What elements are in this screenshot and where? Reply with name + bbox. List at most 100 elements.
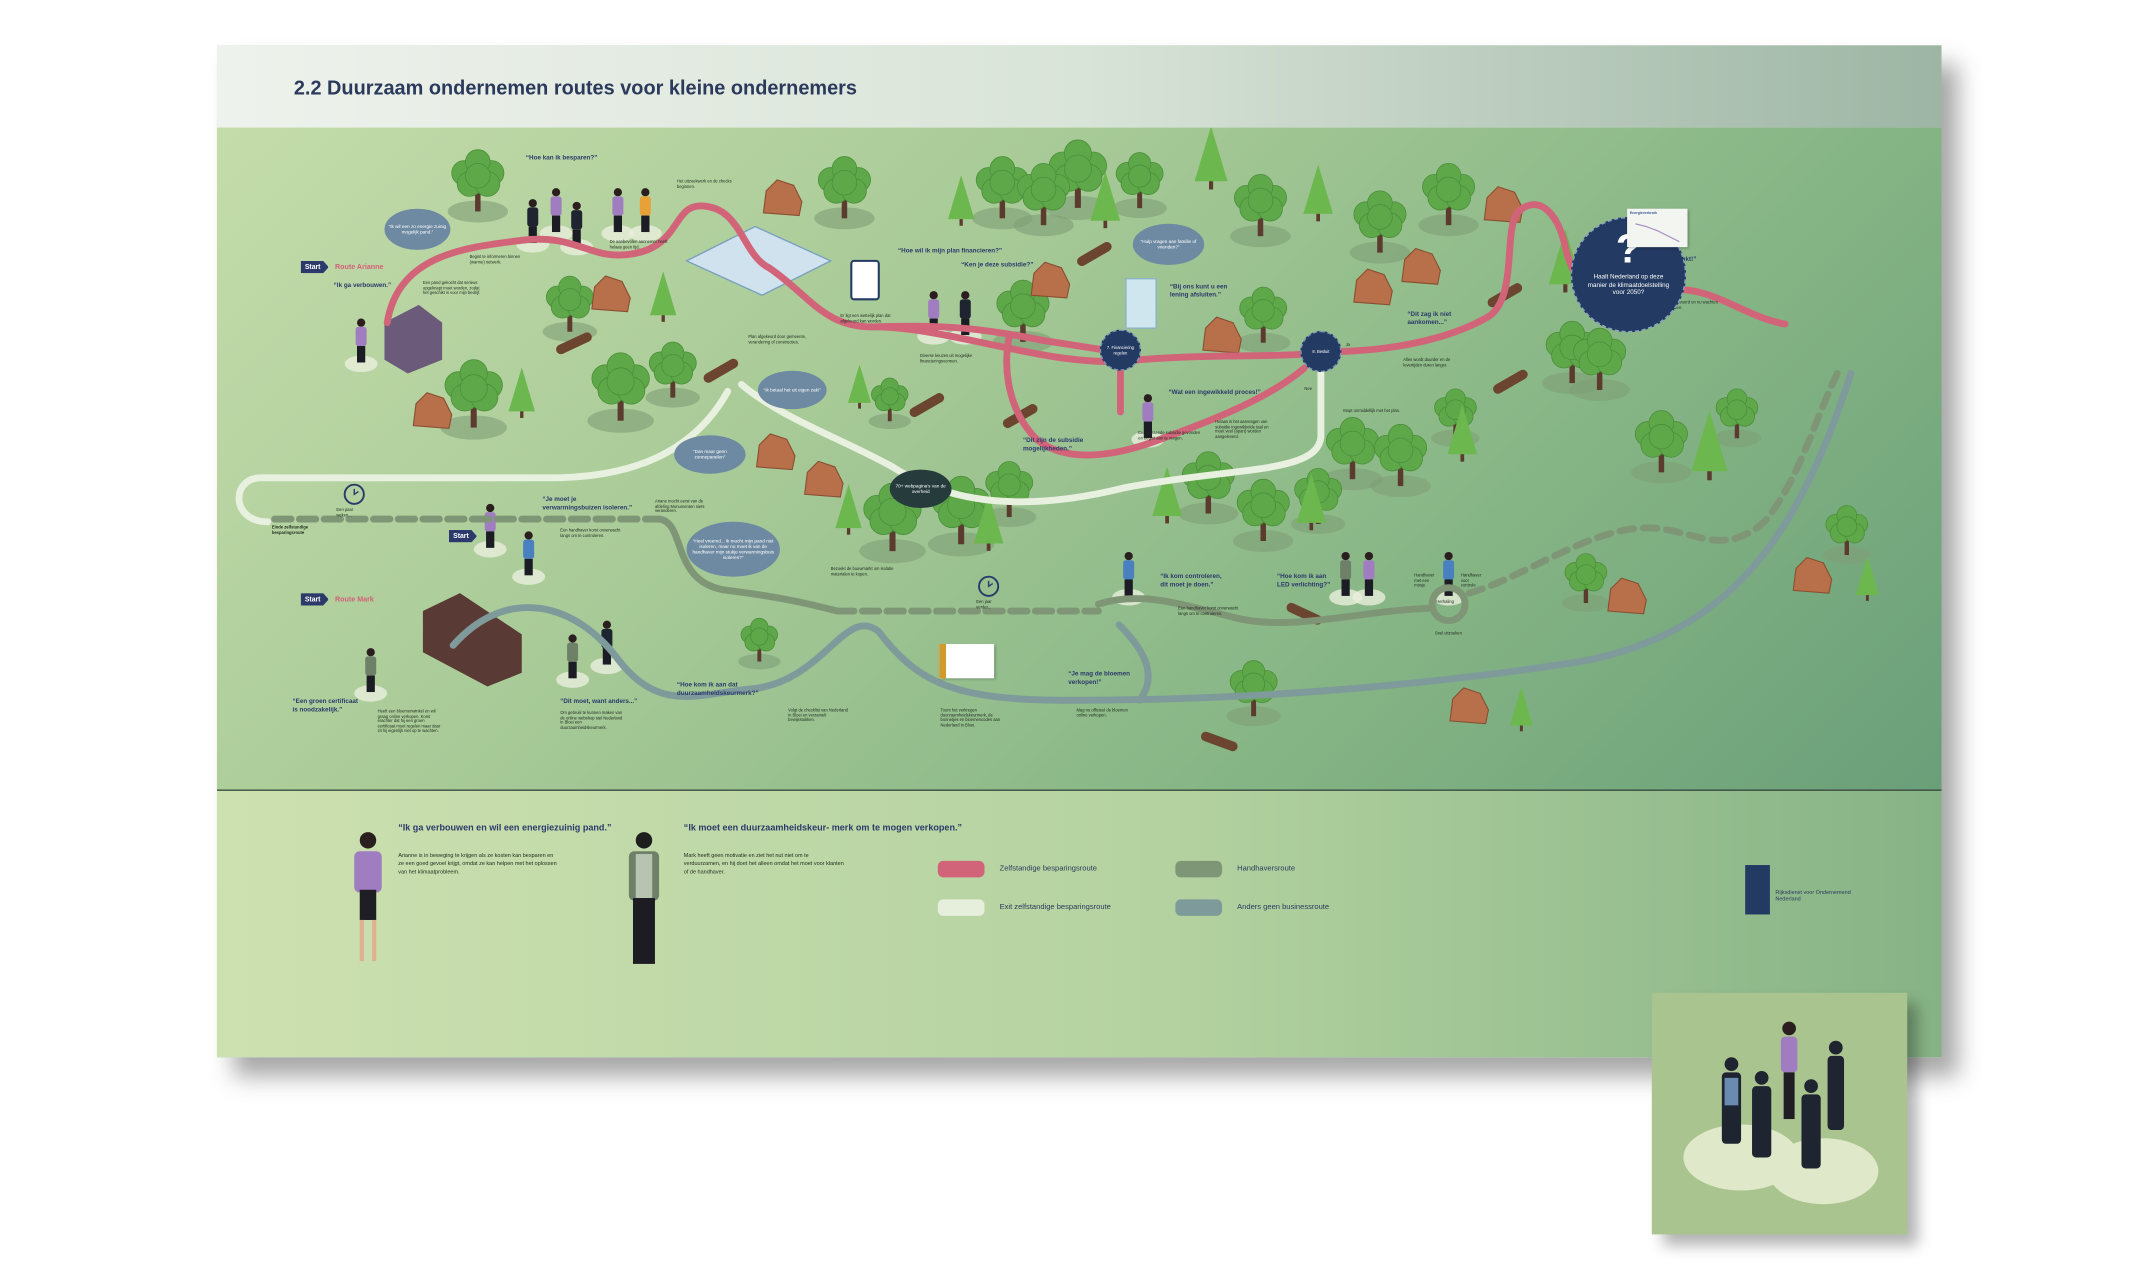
persona-mark-description: Mark heeft geen motivatie en ziet het nu… — [683, 851, 844, 875]
page-title: 2.2 Duurzaam ondernemen routes voor klei… — [293, 78, 858, 101]
log — [1493, 369, 1528, 394]
pine-tree — [1447, 404, 1478, 462]
start-badge-mark: Start — [300, 593, 329, 606]
persona-arianne-figure — [354, 832, 382, 962]
pine-tree — [1303, 164, 1333, 222]
tree — [1236, 286, 1291, 353]
tree — [1013, 162, 1074, 237]
step-note: Alles wordt duurder en de levertijden du… — [1403, 357, 1451, 368]
tree — [1349, 190, 1411, 264]
thought-cloud: “Hulp vragen aan familie of vrienden?” — [1132, 223, 1205, 266]
speech-quote: “Ik ga verbouwen.” — [333, 281, 392, 289]
persona-mark-quote: “Ik moet een duurzaamheidskeur- merk om … — [683, 823, 963, 834]
rock — [591, 275, 631, 313]
log — [556, 332, 592, 355]
tree — [1712, 388, 1762, 448]
rock — [412, 392, 453, 429]
tree — [440, 359, 507, 440]
tree — [814, 156, 875, 230]
step-note: Een passende subsidie gevonden en begint… — [1138, 429, 1201, 441]
header: 2.2 Duurzaam ondernemen routes voor klei… — [216, 45, 1942, 128]
legend-label-anders: Anders geen businessroute — [1237, 903, 1330, 912]
tree — [1233, 478, 1294, 552]
person-figure — [628, 188, 662, 242]
legend-swatch-handhaver — [1175, 860, 1223, 878]
pine-tree — [1296, 473, 1327, 531]
tree — [1418, 162, 1479, 237]
thought-cloud: “Dan maar geen zonnepanelen” — [674, 435, 746, 474]
speech-quote: “Hoe kom ik aan LED verlichting?” — [1276, 572, 1331, 587]
speech-quote: “Je moet je verwarmingsbuizen isoleren.” — [542, 495, 633, 511]
pine-tree — [1509, 687, 1533, 732]
person-figure — [344, 318, 378, 373]
flower-shop-icon — [422, 593, 522, 687]
rock — [1607, 577, 1647, 615]
step-note: Om gebruik te kunnen maken van de online… — [560, 709, 623, 731]
step-note: Toont het verkregen duurzaamheidskeurmer… — [940, 707, 1001, 728]
divider — [216, 789, 1942, 791]
speech-quote: “Ik kom controleren, dit moet je doen.” — [1160, 572, 1222, 587]
rock — [1449, 687, 1489, 725]
speech-quote: “Je mag de bloemen verkopen!” — [1068, 670, 1130, 685]
tree — [1230, 173, 1291, 248]
persona-arianne-description: Arianne is in beweging te krijgen als ze… — [398, 851, 557, 875]
pine-tree — [1090, 171, 1121, 229]
handhaver-route — [271, 370, 1841, 626]
clock-icon — [978, 575, 1000, 597]
tree — [645, 341, 700, 408]
pine-tree — [947, 175, 975, 226]
speech-quote: “Dit moet, want anders...” — [560, 697, 638, 705]
pine-tree — [1691, 410, 1728, 481]
legend-swatch-exit — [937, 899, 985, 916]
step-note: Heeft een bloemenwinkel en wil graag onl… — [377, 708, 441, 734]
besparings-route — [383, 201, 1789, 459]
legend-label-exit: Exit zelfstandige besparingsroute — [999, 903, 1111, 912]
business-people-illustration — [1683, 1021, 1879, 1205]
pine-tree — [1194, 127, 1228, 190]
step-note: Een handhaver komt onverwacht langs om t… — [560, 527, 621, 538]
group-thumbnail — [1651, 992, 1908, 1235]
legend-swatch-anders — [1175, 899, 1223, 916]
thought-cloud: 70+ webpagina's van de overheid — [889, 469, 952, 509]
step-note: Plan afgekeurd door gemeente, veranderin… — [748, 333, 807, 345]
persona-mark-figure — [628, 832, 660, 964]
pine-tree — [835, 484, 862, 535]
rvo-logo — [1745, 865, 1770, 915]
start-badge-handhaver: Start — [448, 530, 478, 543]
pine-tree — [973, 494, 1004, 551]
exit-route — [235, 367, 1325, 526]
step-note: Begint te informeren binnen (warme) netw… — [469, 254, 521, 265]
rock — [1030, 261, 1071, 299]
step-note: Het uitzoekwerk en de checks beginnen. — [676, 178, 732, 189]
tree — [542, 275, 598, 342]
step-note: Ariane mocht eerst van de afdeling Monum… — [654, 498, 705, 514]
step-note: Snel uitzoeken — [1434, 630, 1462, 636]
nee-label: Nee — [1304, 385, 1312, 392]
step-note: Handhaver voor controle — [1460, 572, 1482, 588]
speech-quote: “Bij ons kunt u een lening afsluiten.” — [1169, 282, 1228, 298]
route-mark-label: Route Mark — [335, 595, 374, 605]
step-note: Handhaver met een mosje — [1414, 572, 1435, 588]
pine-tree — [848, 364, 872, 409]
tree — [1561, 553, 1611, 612]
log — [909, 393, 945, 418]
person-figure — [556, 634, 590, 688]
chart-card-title: Energieverbruik — [1629, 211, 1657, 216]
bank-building-icon — [1125, 278, 1157, 329]
speech-quote: “Hoe kan ik besparen?” — [525, 153, 598, 161]
rock — [1792, 556, 1833, 594]
step-note: Stopt onmiddellijk met het plan. — [1342, 407, 1401, 414]
rvo-logo-text: Rijksdienst voor Ondernemend Nederland — [1775, 888, 1851, 903]
step-note: De aanbevolen aannemer heeft helaas geen… — [609, 238, 668, 250]
speech-quote: “Een groen certificaat is noodzakelijk.” — [292, 697, 359, 712]
rock — [1401, 247, 1441, 285]
tree — [1631, 410, 1692, 484]
ja-label: Ja — [1345, 341, 1350, 348]
tree — [1822, 505, 1871, 564]
step-note: Er ligt een wettelijk plan dat afgekeurd… — [840, 313, 891, 324]
step-note: Een handhaver komt onverwacht langs om t… — [1178, 605, 1239, 616]
thought-cloud: “Heel vreemd... ik mocht mijn pand niet … — [686, 521, 780, 577]
tree — [738, 617, 781, 670]
